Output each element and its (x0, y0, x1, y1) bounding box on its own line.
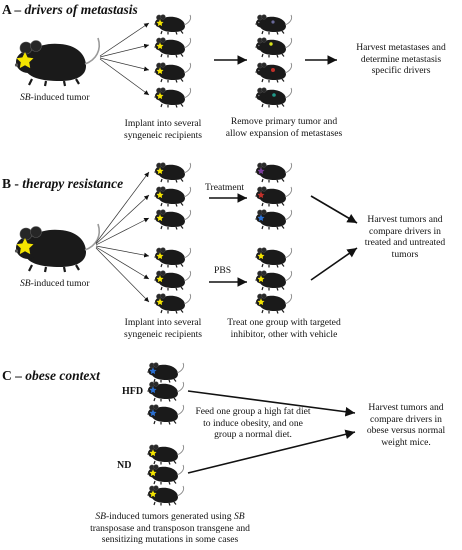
panel-b-treatment-label: Treatment (205, 182, 245, 193)
panel-b (13, 162, 358, 315)
panel-c-harvest-line2: compare drivers in (370, 413, 442, 425)
panel-b-implant-line1: Implant into several (124, 317, 202, 328)
panel-b-tumor-suffix: -induced tumor (30, 278, 90, 289)
panel-c-hfd-arrow (187, 390, 356, 417)
panel-c-nd-label: ND (117, 460, 132, 471)
panel-a-implant-line1: Implant into several (124, 118, 202, 129)
panel-a-metastasis-mouse (254, 36, 293, 59)
panel-b-recipient-mouse (153, 293, 192, 315)
panel-b-vehicle-mouse (254, 270, 293, 292)
panel-c-nd-mouse (146, 485, 185, 507)
panel-b-tumor-star (16, 238, 34, 255)
panel-a-harvest-line2: determine metastasis (360, 53, 442, 65)
panel-b-treat-line2: inhibitor, other with vehicle (230, 328, 338, 340)
panel-b-recipient-mouse (153, 209, 192, 231)
panel-a-implant-arrows (99, 22, 150, 96)
panel-c-feed-line2: to induce obesity, and one (203, 417, 303, 429)
panel-b-heading: B - therapy resistance (2, 176, 123, 192)
panel-c-harvest-line4: weight mice. (381, 436, 431, 448)
panel-c-harvest-line3: obese versus normal (366, 425, 446, 436)
panel-b-harvest-line2: compare drivers in (369, 225, 441, 237)
panel-b-recipient-mouse (153, 162, 192, 184)
panel-b-implant-arrows (95, 171, 150, 303)
panel-b-recipient-mouse (153, 247, 192, 269)
panel-b-treat-line1: Treat one group with targeted (227, 317, 341, 328)
panel-c-feed-line1: Feed one group a high fat diet (195, 406, 311, 417)
panel-b-compare-arrow-lower (310, 247, 358, 281)
panel-b-compare-arrow-upper (310, 195, 358, 224)
panel-b-recipient-mouse (153, 186, 192, 208)
panel-a-implant-caption: Implant into several syngeneic recipient… (108, 118, 218, 141)
panel-a (13, 14, 337, 109)
panel-a-harvest-line3: specific drivers (371, 65, 431, 76)
panel-a-heading-letter: A – (2, 2, 25, 17)
panel-c-feed-line3: group a normal diet. (214, 429, 292, 440)
panel-c-nd-arrow (187, 429, 356, 474)
panel-a-tumor-label: SB-induced tumor (20, 92, 90, 103)
panel-a-remove-caption: Remove primary tumor and allow expansion… (214, 116, 354, 139)
panel-c-hfd-mouse (146, 381, 185, 403)
panel-a-metastasis-mouse (254, 14, 293, 36)
panel-a-recipient-mouse (153, 86, 192, 109)
panel-c-heading: C – obese context (2, 368, 100, 384)
footer-line3: sensitizing mutations in some cases (101, 534, 239, 545)
panel-c-harvest-line1: Harvest tumors and (368, 402, 444, 413)
panel-c (146, 362, 356, 507)
panel-b-treated-mouse (254, 209, 293, 231)
panel-c-heading-title: obese context (25, 368, 100, 383)
panel-b-treated-mouse (254, 162, 293, 184)
panel-a-heading: A – drivers of metastasis (2, 2, 138, 18)
panel-a-metastasis-mouse (254, 61, 293, 84)
panel-c-hfd-label: HFD (122, 386, 144, 397)
panel-a-remove-line2: allow expansion of metastases (225, 127, 343, 139)
panel-b-vehicle-mouse (254, 247, 293, 269)
panel-b-tumor-prefix: SB (20, 278, 31, 289)
panel-a-tumor-prefix: SB (20, 92, 31, 103)
panel-b-harvest-line3: treated and untreated (364, 237, 446, 248)
panel-c-feed-caption: Feed one group a high fat diet to induce… (186, 406, 320, 441)
panel-a-recipient-mouse (153, 36, 192, 59)
panel-a-recipient-mouse (153, 14, 192, 36)
footer-line1-sb-b: SB (233, 511, 245, 522)
panel-b-primary-mouse (13, 222, 101, 274)
panel-b-pbs-label: PBS (214, 265, 232, 276)
panel-a-implant-line2: syngeneic recipients (123, 129, 203, 141)
panel-b-harvest-line1: Harvest tumors and (367, 214, 443, 225)
panel-b-implant-caption: Implant into several syngeneic recipient… (108, 317, 218, 340)
panel-a-tumor-suffix: -induced tumor (30, 92, 90, 103)
panel-a-harvest-line1: Harvest metastases and (356, 42, 446, 53)
panel-a-tumor-star (16, 52, 34, 69)
panel-b-heading-letter: B - (2, 176, 23, 191)
footer-line2: transposase and transposon transgene and (90, 522, 250, 534)
footer-note: SB-induced tumors generated using SB tra… (60, 511, 280, 546)
panel-b-treated-mouse (254, 186, 293, 208)
panel-c-hfd-mouse (146, 404, 185, 426)
panel-b-implant-line2: syngeneic recipients (123, 328, 203, 340)
panel-c-nd-mouse (146, 444, 185, 466)
panel-b-tumor-label: SB-induced tumor (20, 278, 90, 289)
panel-b-recipient-mouse (153, 270, 192, 292)
panel-b-heading-title: therapy resistance (22, 176, 124, 191)
panel-a-metastasis-mouse (254, 86, 293, 109)
footer-line1-mid: -induced tumors generated using (106, 511, 234, 522)
footer-line1-sb-a: SB (95, 511, 107, 522)
panel-a-harvest-caption: Harvest metastases and determine metasta… (342, 42, 460, 77)
panel-c-nd-mouse (146, 464, 185, 486)
panel-b-vehicle-mouse (254, 293, 293, 315)
panel-b-harvest-line4: tumors (391, 248, 419, 260)
panel-c-hfd-mouse (146, 362, 185, 384)
panel-a-heading-title: drivers of metastasis (24, 2, 138, 17)
footer-line1: SB-induced tumors generated using SB (60, 511, 280, 523)
panel-c-heading-letter: C – (2, 368, 26, 383)
panel-b-harvest-caption: Harvest tumors and compare drivers in tr… (350, 214, 460, 260)
panel-a-primary-mouse (13, 36, 101, 88)
panel-a-remove-line1: Remove primary tumor and (230, 116, 338, 127)
panel-a-recipient-mouse (153, 61, 192, 84)
panel-b-treat-caption: Treat one group with targeted inhibitor,… (214, 317, 354, 340)
panel-c-harvest-caption: Harvest tumors and compare drivers in ob… (352, 402, 460, 448)
